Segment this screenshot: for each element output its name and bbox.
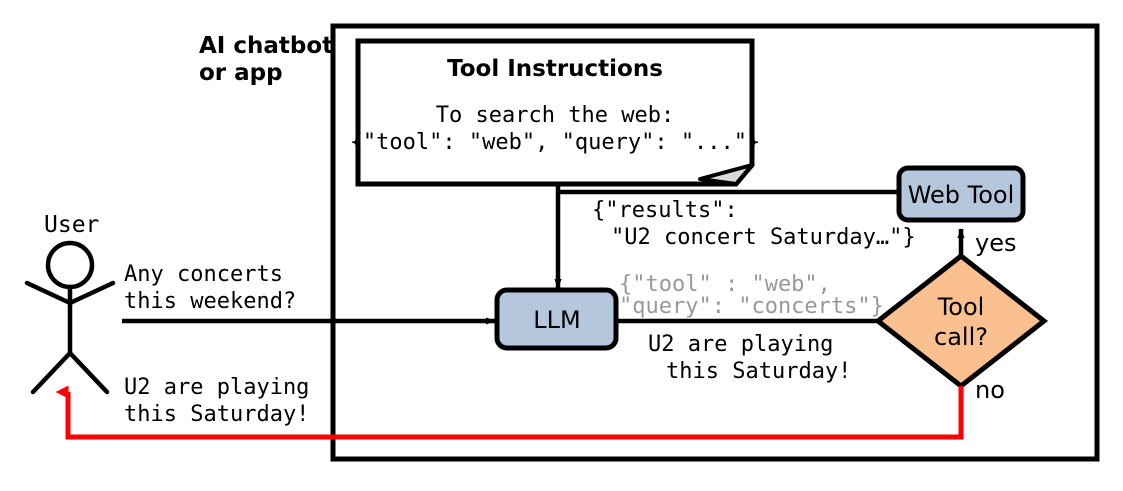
tool-instructions-heading: Tool Instructions bbox=[447, 56, 663, 82]
edge-label-results-line2: "U2 concert Saturday…"} bbox=[611, 225, 916, 250]
container-label-line1: AI chatbot bbox=[199, 33, 333, 59]
edge-decision-no-to-user-red bbox=[55, 385, 964, 440]
decision-label-line2: call? bbox=[934, 323, 988, 351]
decision-label-line1: Tool bbox=[937, 293, 985, 321]
tool-instructions-body-line1: To search the web: bbox=[436, 103, 674, 128]
container-label-line2: or app bbox=[199, 60, 283, 86]
decision-no-label: no bbox=[975, 376, 1005, 404]
edge-label-answer-to-user-line1: U2 are playing bbox=[124, 375, 309, 400]
edge-label-user-question-line1: Any concerts bbox=[124, 262, 283, 287]
edge-label-toolcall-json-line1: {"tool" : "web", bbox=[619, 272, 831, 297]
edge-label-user-question-line2: this weekend? bbox=[124, 289, 296, 314]
edge-label-results-line1: {"results": bbox=[592, 198, 738, 223]
edge-label-llm-answer-line1: U2 are playing bbox=[648, 332, 833, 357]
user-label: User bbox=[44, 212, 99, 238]
edge-label-llm-answer-line2: this Saturday! bbox=[666, 359, 851, 384]
web-tool-box[interactable] bbox=[896, 165, 1026, 223]
llm-label: LLM bbox=[533, 306, 580, 334]
web-tool-label: Web Tool bbox=[908, 181, 1015, 209]
ai-chatbot-container-box bbox=[330, 23, 1100, 462]
edge-label-answer-to-user-line2: this Saturday! bbox=[124, 402, 309, 427]
edge-label-toolcall-json-line2: "query": "concerts"} bbox=[619, 294, 884, 319]
decision-yes-label: yes bbox=[975, 229, 1016, 257]
tool-instructions-fold-corner bbox=[698, 163, 754, 186]
tool-instructions-body-line2: {"tool": "web", "query": "..."} bbox=[350, 130, 761, 155]
user-stick-figure bbox=[24, 240, 116, 395]
